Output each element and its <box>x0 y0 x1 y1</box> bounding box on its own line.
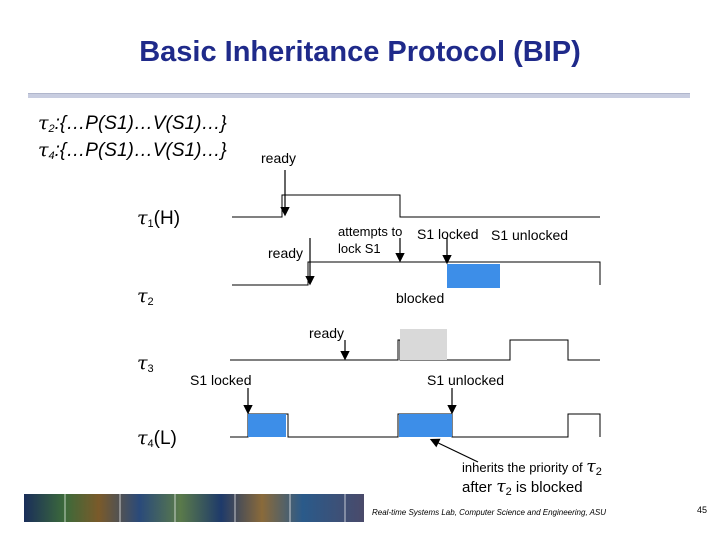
tau-subscript: 2 <box>147 296 154 308</box>
page-number: 45 <box>697 505 708 515</box>
critical-section-tau1 <box>447 264 500 288</box>
tau-subscript: 2 <box>48 123 55 135</box>
row-label-suffix: (H) <box>153 208 181 229</box>
tau-symbol: τ <box>38 112 49 134</box>
label-ready-tau1: ready <box>261 150 297 166</box>
tau-symbol: τ <box>137 285 148 307</box>
is-blocked-text: is blocked <box>515 479 583 496</box>
label-inherits-priority: inherits the priority of τ2 <box>462 457 602 478</box>
critical-section-tau4-first <box>248 414 286 437</box>
label-s1-unlocked-tau3: S1 unlocked <box>427 372 505 388</box>
label-s1-locked-tau3: S1 locked <box>190 372 252 388</box>
tau-subscript: 4 <box>48 150 55 162</box>
label-lock-s1: lock S1 <box>338 241 381 256</box>
arrow-inherits-priority <box>429 438 479 463</box>
tau-subscript: 1 <box>147 218 154 230</box>
row-label-tau4: τ4(L) <box>137 427 177 450</box>
tau-subscript: 3 <box>147 363 154 375</box>
timeline-tau3 <box>230 339 600 361</box>
label-ready-tau3: ready <box>309 325 345 341</box>
slide-title: Basic Inheritance Protocol (BIP) <box>139 36 581 68</box>
critical-section-tau4-second <box>399 414 452 437</box>
label-s1-locked-top: S1 locked <box>417 226 479 242</box>
tau-subscript: 2 <box>595 466 602 478</box>
task-code-text: :{…P(S1)…V(S1)…} <box>54 113 227 134</box>
label-ready-tau2: ready <box>268 245 304 261</box>
row-label-tau2: τ2 <box>137 285 154 308</box>
tau-symbol: τ <box>137 352 148 374</box>
label-after-blocked: after τ2 is blocked <box>462 477 583 498</box>
tau-subscript: 4 <box>147 438 154 450</box>
footer-text: Real-time Systems Lab, Computer Science … <box>372 508 607 517</box>
task-tau4-code: τ4:{…P(S1)…V(S1)…} <box>38 139 227 162</box>
preempted-section-tau3 <box>400 329 447 360</box>
row-label-tau1: τ1(H) <box>137 207 180 230</box>
after-text: after <box>462 479 493 496</box>
footer-banner-image <box>24 494 364 522</box>
title-rule <box>28 93 690 98</box>
tau-symbol: τ <box>586 457 596 477</box>
timeline-tau2 <box>232 261 601 286</box>
task-tau2-code: τ2:{…P(S1)…V(S1)…} <box>38 112 227 135</box>
tau-symbol: τ <box>496 477 506 497</box>
inherit-text: inherits the priority of <box>462 460 583 475</box>
tau-symbol: τ <box>137 207 148 229</box>
label-s1-unlocked-top: S1 unlocked <box>491 227 569 243</box>
label-attempts: attempts to <box>338 224 403 239</box>
label-blocked: blocked <box>396 290 445 306</box>
tau-symbol: τ <box>137 427 148 449</box>
row-label-tau3: τ3 <box>137 352 154 375</box>
tau-symbol: τ <box>38 139 49 161</box>
timeline-tau1 <box>232 194 600 218</box>
tau-subscript: 2 <box>505 486 512 498</box>
row-label-suffix: (L) <box>153 428 177 449</box>
task-code-text: :{…P(S1)…V(S1)…} <box>54 140 227 161</box>
